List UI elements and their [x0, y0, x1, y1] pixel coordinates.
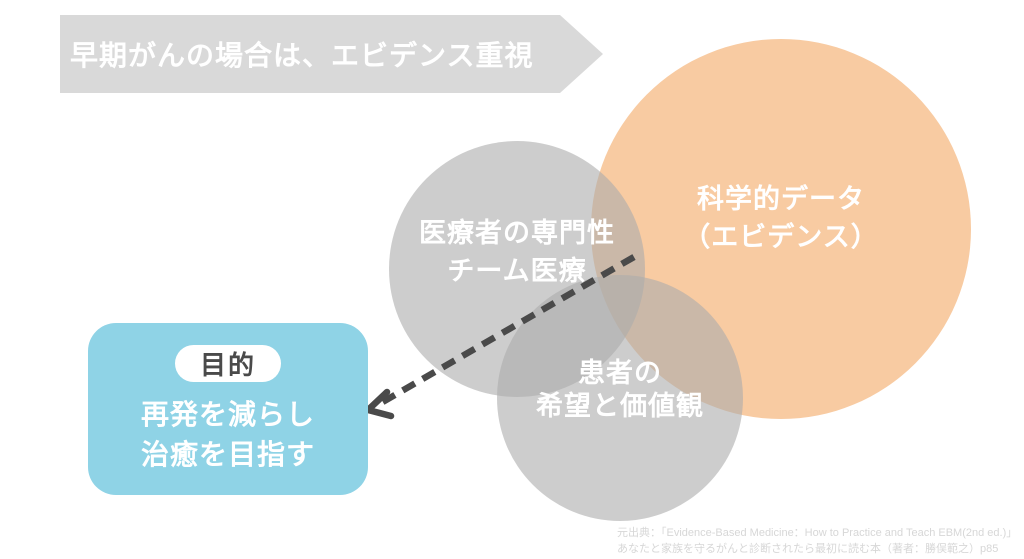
expertise-circle-label: 医療者の専門性 チーム医療: [389, 214, 645, 290]
citation: 元出典：「Evidence-Based Medicine：How to Prac…: [617, 525, 1017, 557]
goal-badge: 目的: [175, 345, 281, 382]
goal-text: 再発を減らし 治癒を目指す: [88, 395, 368, 475]
label-line: 患者の: [578, 358, 662, 388]
header-banner: 早期がんの場合は、エビデンス重視: [60, 15, 603, 93]
citation-line: あなたと家族を守るがんと診断されたら最初に読む本（著者：勝俣範之）p85: [617, 543, 999, 555]
goal-text-line: 治癒を目指す: [140, 439, 315, 470]
evidence-circle-label: 科学的データ （エビデンス）: [591, 180, 971, 256]
patient-circle-label: 患者の 希望と価値観: [497, 357, 743, 423]
banner-title: 早期がんの場合は、エビデンス重視: [70, 40, 534, 71]
label-line: 医療者の専門性: [419, 218, 615, 248]
goal-box: 目的 再発を減らし 治癒を目指す: [88, 323, 368, 495]
label-line: 科学的データ: [697, 184, 865, 214]
goal-badge-label: 目的: [199, 350, 256, 380]
label-line: （エビデンス）: [683, 222, 879, 252]
goal-text-line: 再発を減らし: [140, 399, 315, 430]
arrowhead-icon: [361, 388, 395, 420]
label-line: チーム医療: [447, 256, 587, 286]
label-line: 希望と価値観: [536, 391, 704, 421]
citation-line: 元出典：「Evidence-Based Medicine：How to Prac…: [617, 527, 1018, 539]
